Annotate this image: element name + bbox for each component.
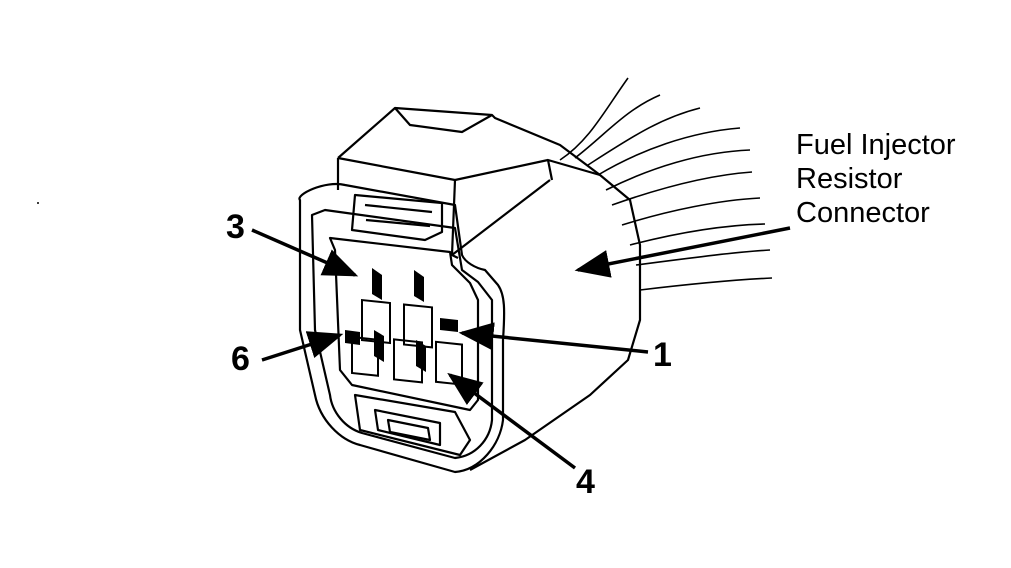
pin-label-4: 4: [576, 463, 595, 501]
pin-label-3: 3: [226, 208, 245, 246]
callout-line-3: Connector: [796, 197, 930, 229]
terminal-cavities: [345, 268, 463, 386]
arrow-pin3: [251, 228, 359, 277]
wire-harness: [559, 77, 773, 291]
arrow-pin1: [458, 322, 649, 354]
leader-arrows: [251, 226, 791, 470]
arrow-connector: [574, 226, 791, 278]
callout-line-2: Resistor: [796, 163, 903, 195]
pin-label-1: 1: [653, 336, 672, 374]
callout-line-1: Fuel Injector: [796, 129, 956, 161]
pin-label-6: 6: [231, 340, 250, 378]
arrow-pin4: [447, 372, 577, 470]
connector-body: [298, 106, 642, 474]
arrow-pin6: [261, 331, 344, 362]
connector-callout: Fuel Injector Resistor Connector: [796, 128, 956, 230]
stray-dot: [37, 202, 39, 204]
